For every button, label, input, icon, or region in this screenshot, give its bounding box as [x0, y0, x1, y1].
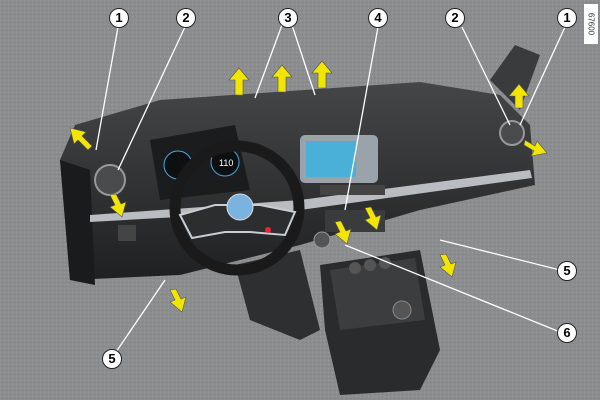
airflow-arrow: [228, 67, 250, 96]
callout-2-left: 2: [176, 8, 196, 28]
airflow-arrow: [523, 139, 548, 157]
callout-5-left: 5: [102, 349, 122, 369]
airflow-arrow: [334, 220, 352, 245]
airflow-arrows: [69, 60, 548, 313]
callout-4: 4: [368, 8, 388, 28]
airflow-arrow: [169, 288, 187, 313]
airflow-arrow: [109, 193, 127, 218]
reference-code: 67600: [586, 12, 596, 36]
airflow-arrow: [364, 206, 382, 231]
leader-lines: [95, 24, 566, 353]
callout-5-right: 5: [557, 261, 577, 281]
steering-wheel: [169, 140, 305, 276]
reference-code-label: 67600: [584, 4, 598, 44]
airflow-arrow: [439, 253, 457, 278]
side-vent-left: [94, 164, 126, 196]
callout-6: 6: [557, 323, 577, 343]
speed-readout: 110: [219, 158, 233, 168]
airflow-arrow: [311, 60, 333, 89]
airflow-arrow: [69, 127, 93, 151]
callout-3: 3: [278, 8, 298, 28]
callout-1-left: 1: [109, 8, 129, 28]
airflow-arrow: [271, 64, 293, 93]
callout-1-right: 1: [557, 8, 577, 28]
callout-2-right: 2: [445, 8, 465, 28]
a-pillar: [490, 45, 540, 110]
side-vent-right: [499, 120, 525, 146]
airflow-arrow: [508, 83, 530, 109]
